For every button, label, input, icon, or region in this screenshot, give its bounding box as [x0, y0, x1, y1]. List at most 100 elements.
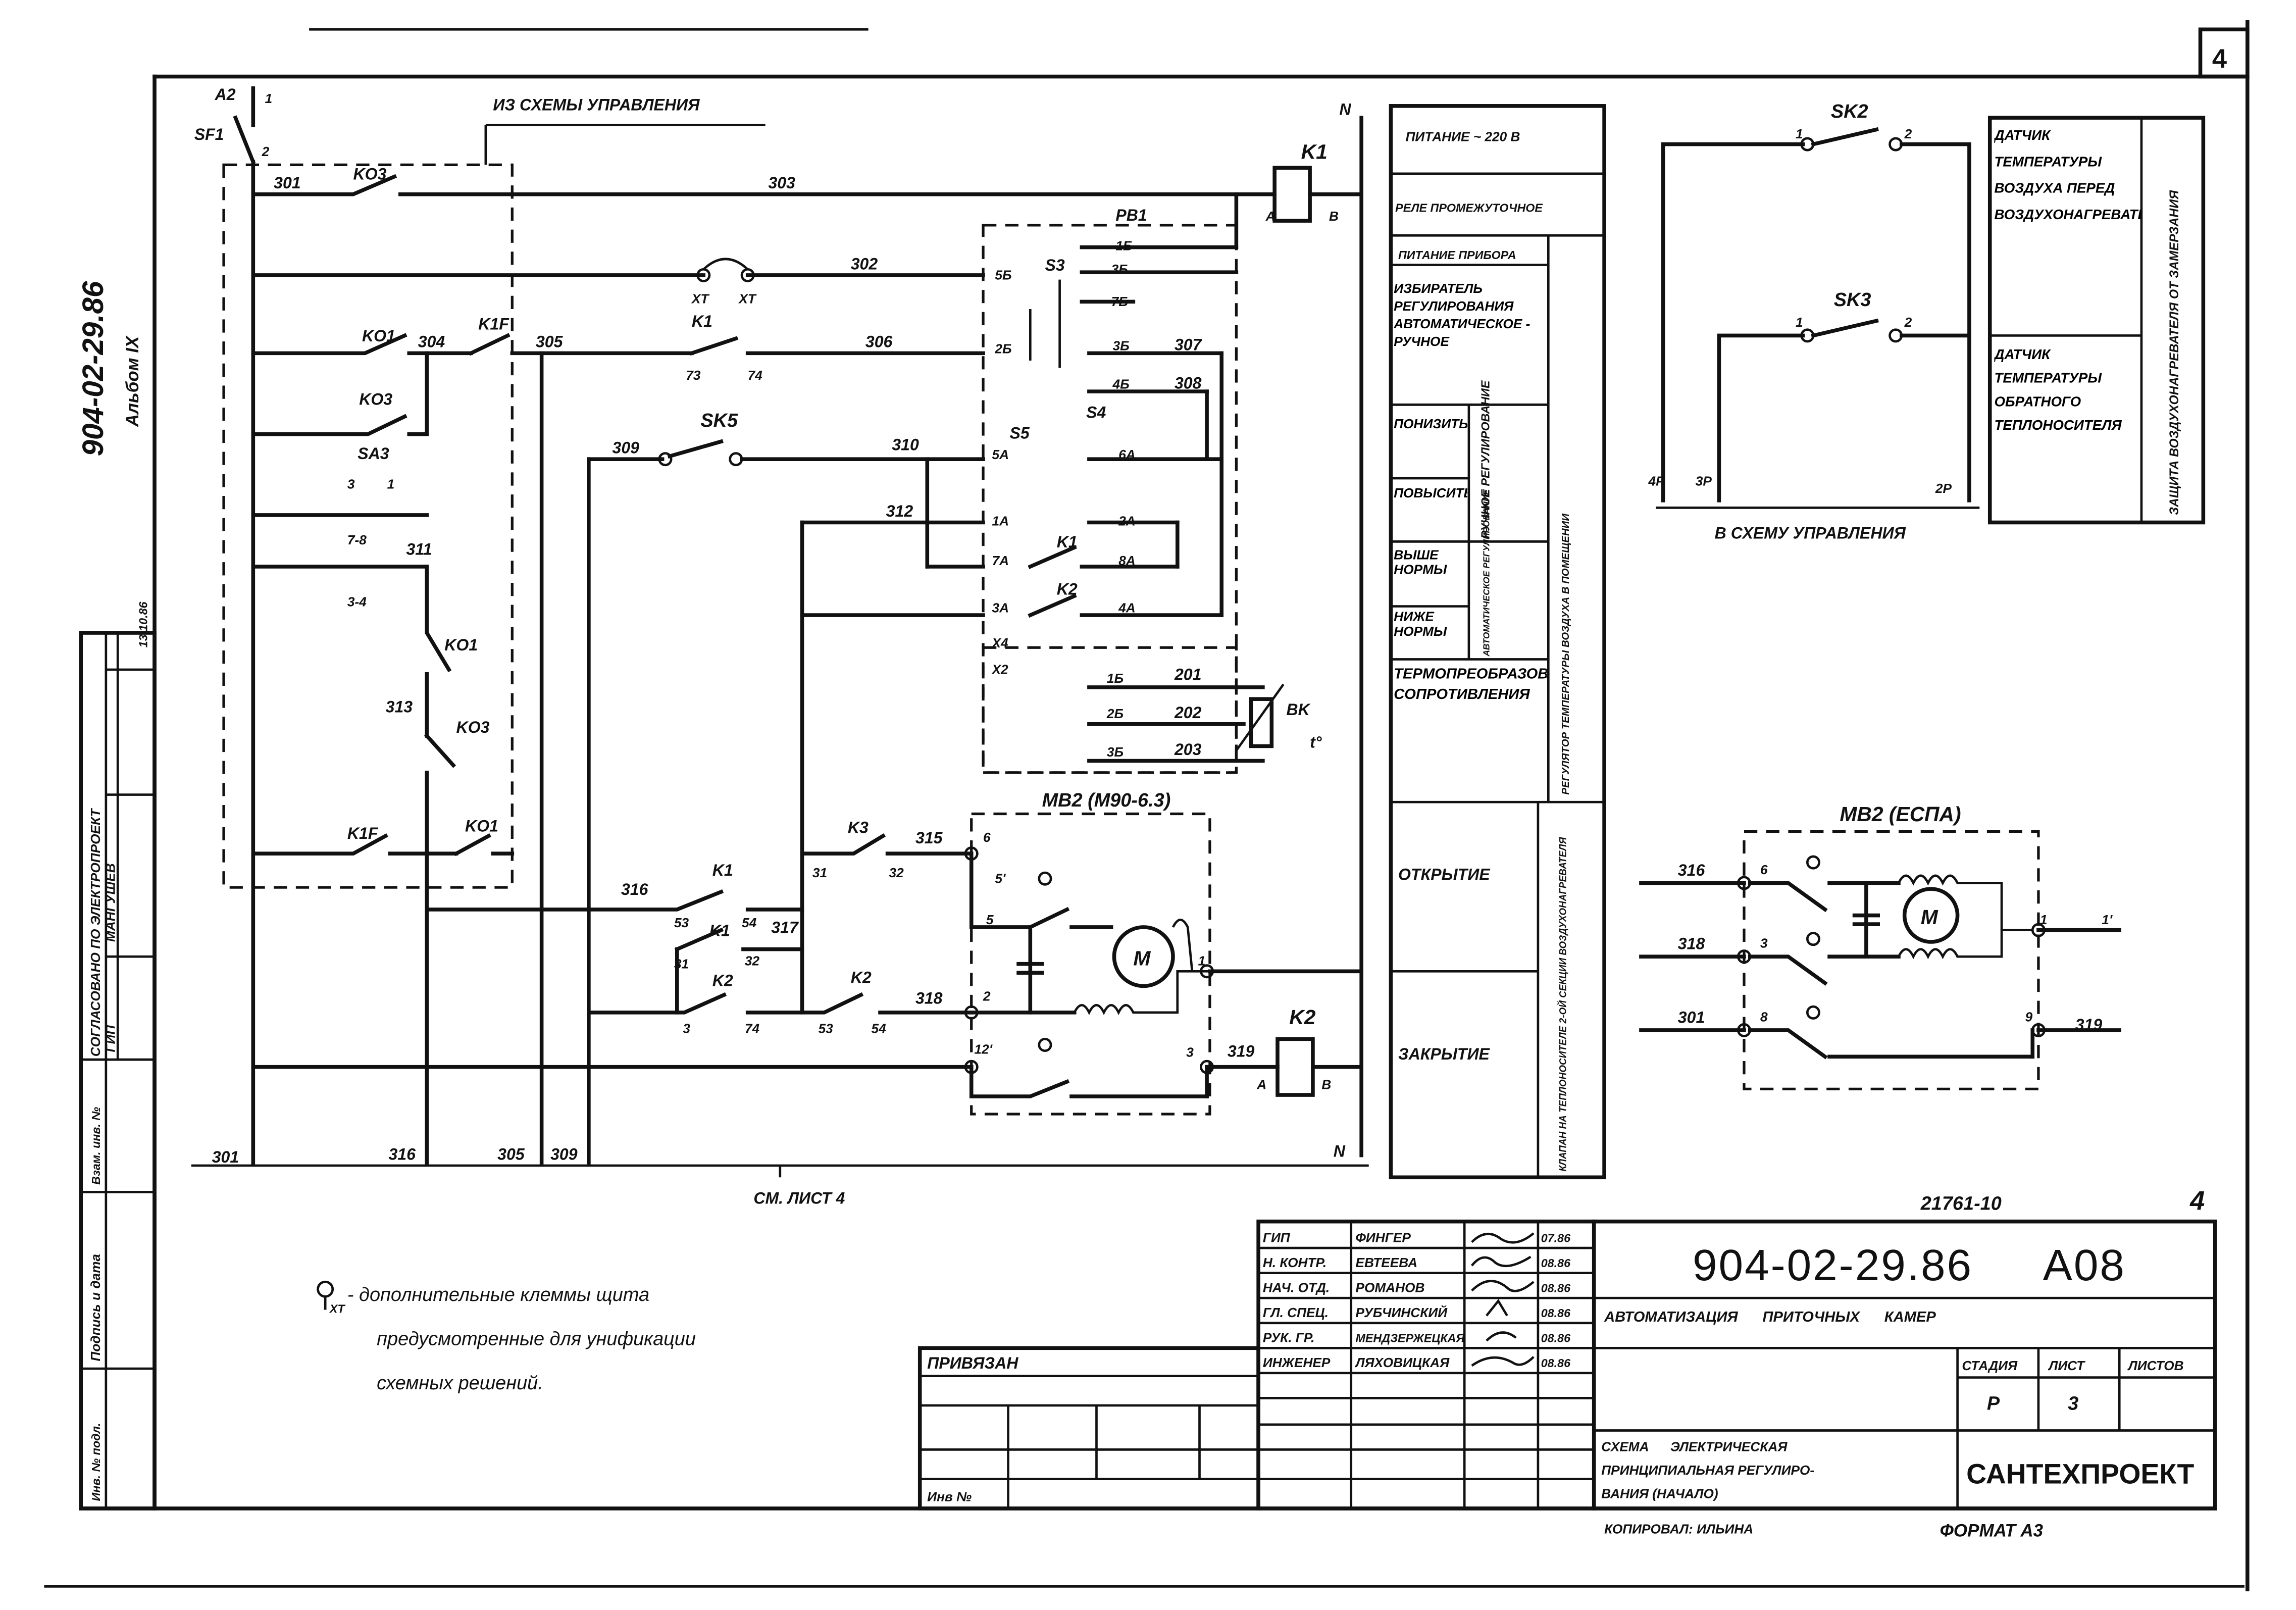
terminal-label: 2Б: [994, 341, 1011, 356]
stamp-replaced-inv: Взам. инв. №: [89, 1107, 103, 1185]
sheet-title-line-2: ПРИНЦИПИАЛЬНАЯ РЕГУЛИРО-: [1601, 1463, 1814, 1478]
device-label: A: [1265, 209, 1275, 224]
staff-row: ГИП ФИНГЕР 07.86: [1263, 1230, 1571, 1245]
wire-label: 318: [1678, 935, 1705, 953]
sensor-SK3-label: SK3: [1834, 289, 1871, 311]
legend-open: ОТКРЫТИЕ: [1398, 866, 1491, 884]
staff-role: ИНЖЕНЕР: [1263, 1355, 1331, 1370]
actuator-label: МВ2 (М90-6.3): [1042, 790, 1171, 811]
terminal-label: 74: [745, 1021, 760, 1036]
motor-label: M: [1133, 947, 1151, 970]
note-line-2: предусмотренные для унификации: [377, 1328, 696, 1349]
wire-label: 316: [621, 880, 648, 898]
staff-role: НАЧ. ОТД.: [1263, 1280, 1330, 1295]
binding-header: ПРИВЯЗАН: [927, 1354, 1018, 1372]
terminal-label: 31: [674, 956, 689, 971]
album-label: Альбом IX: [123, 335, 142, 427]
device-label: KO1: [444, 636, 478, 654]
terminal-label: 54: [742, 915, 757, 930]
terminal-label: 4А: [1118, 600, 1136, 615]
device-label: PB1: [1115, 206, 1147, 224]
device-label: B: [1321, 1077, 1331, 1092]
wire-label: 311: [406, 540, 432, 559]
margin-date: 13.10.86: [136, 601, 149, 647]
terminal-label: 2: [1904, 315, 1912, 330]
sheets-label: ЛИСТОВ: [2127, 1358, 2184, 1373]
copied-by: КОПИРОВАЛ: ИЛЬИНА: [1604, 1521, 1753, 1536]
terminal-label: 3: [1760, 936, 1768, 951]
device-label: K1: [712, 861, 733, 879]
legend-valve: КЛАПАН НА ТЕПЛОНОСИТЕЛЕ 2-ОЙ СЕКЦИИ ВОЗД…: [1557, 837, 1568, 1172]
staff-date: 07.86: [1541, 1231, 1571, 1244]
page-number-bottom: 4: [2189, 1186, 2205, 1216]
terminal-label: 2Р: [1935, 481, 1952, 496]
staff-role: ГИП: [1263, 1230, 1291, 1245]
device-label: KO1: [465, 817, 498, 835]
terminal-label: 1: [1796, 126, 1803, 141]
staff-role: Н. КОНТР.: [1263, 1255, 1326, 1270]
espa-actuator: МВ2 (ЕСПА) M 316 6 318 3 301 8 9 319 1 1…: [1639, 802, 2122, 1091]
terminal-label: 1А: [992, 513, 1009, 528]
see-sheet-label: СМ. ЛИСТ 4: [753, 1189, 845, 1208]
wire-label: 201: [1174, 665, 1201, 683]
protection-label: ЗАЩИТА ВОЗДУХОНАГРЕВАТЕЛЯ ОТ ЗАМЕРЗАНИЯ: [2168, 190, 2181, 515]
wire-label: 301: [1678, 1008, 1705, 1026]
wire-label: 316: [388, 1145, 416, 1163]
terminal-label: 3: [1186, 1044, 1194, 1060]
wire-label: 309: [550, 1145, 578, 1163]
device-label: K2: [1289, 1005, 1315, 1029]
wire-label: 317: [771, 919, 799, 937]
sensor-SK2-label: SK2: [1831, 101, 1868, 122]
wire-label: 305: [497, 1145, 525, 1163]
freeze-protection-sensors: SK2 1 2 SK3 1 2 4Р 3Р 2Р В СХЕМУ УПРАВЛЕ…: [1648, 101, 2206, 542]
terminal-label: 8: [1760, 1009, 1768, 1024]
device-label: KO3: [359, 390, 392, 408]
staff-name: РОМАНОВ: [1355, 1280, 1424, 1295]
footnote: XT - дополнительные клеммы щита предусмо…: [317, 1280, 696, 1394]
staff-name: ЕВТЕЕВА: [1355, 1255, 1417, 1270]
legend-regulator: РЕГУЛЯТОР ТЕМПЕРАТУРЫ ВОЗДУХА В ПОМЕЩЕНИ…: [1560, 513, 1571, 795]
doc-mark: А08: [2043, 1240, 2126, 1290]
terminal-label: 3Р: [1696, 474, 1712, 489]
terminal-label: 3-4: [347, 594, 367, 610]
from-control-label: ИЗ СХЕМЫ УПРАВЛЕНИЯ: [493, 96, 700, 114]
doc-number: 904-02-29.86: [1693, 1240, 1973, 1290]
stamp-agreed: СОГЛАСОВАНО ПО ЭЛЕКТРОПРОЕКТ: [88, 808, 103, 1057]
wire-label: 309: [613, 439, 640, 457]
wire-label: 312: [886, 502, 913, 520]
stamp-sign-date: Подпись и дата: [88, 1254, 103, 1362]
thermoresistor-BK: [1249, 697, 1274, 748]
terminal-label: 12': [975, 1041, 993, 1056]
signatures: [1470, 1232, 1535, 1367]
organization: САНТЕХПРОЕКТ: [1966, 1458, 2194, 1489]
legend-table: ПИТАНИЕ ~ 220 В РЕЛЕ ПРОМЕЖУТОЧНОЕ ПИТАН…: [1389, 104, 1606, 1180]
staff-date: 08.86: [1541, 1282, 1571, 1295]
wire-label: 313: [386, 697, 413, 716]
wire-label: 318: [915, 989, 943, 1007]
terminal-label: 9: [2025, 1009, 2033, 1024]
staff-name: МЕНДЗЕРЖЕЦКАЯ: [1355, 1332, 1465, 1345]
device-label: K3: [848, 818, 869, 836]
wire-label: 202: [1174, 703, 1202, 722]
sensor-label: SK5: [700, 410, 738, 431]
device-label: KO3: [456, 718, 490, 736]
wire-label: 316: [1678, 861, 1705, 879]
device-label: K2: [712, 971, 733, 989]
terminal-label: 3Б: [1111, 262, 1128, 277]
label-SF1: SF1: [194, 125, 224, 143]
terminal-label: 1: [2040, 912, 2048, 927]
legend-manual: РУЧНОЕ РЕГУЛИРОВАНИЕ: [1479, 380, 1492, 538]
staff-date: 08.86: [1541, 1332, 1571, 1345]
margin-code: 904-02-29.86 Альбом IX 13.10.86: [77, 281, 149, 647]
stamp-name: МАНГУШЕВ: [103, 863, 118, 942]
device-label: KO3: [353, 165, 387, 183]
terminal-label: 53: [819, 1021, 834, 1036]
relay-coil-K1: [1272, 166, 1312, 223]
relay-coil-K2: [1275, 1037, 1315, 1097]
espa-motor-icon: [1902, 887, 1960, 944]
terminal-label: 32: [889, 865, 904, 880]
legend-auto: АВТОМАТИЧЕСКОЕ РЕГУЛИРОВАНИЕ: [1482, 489, 1492, 657]
stage-label: СТАДИЯ: [1962, 1358, 2018, 1373]
legend-lower: ПОНИЗИТЬ: [1394, 416, 1467, 431]
